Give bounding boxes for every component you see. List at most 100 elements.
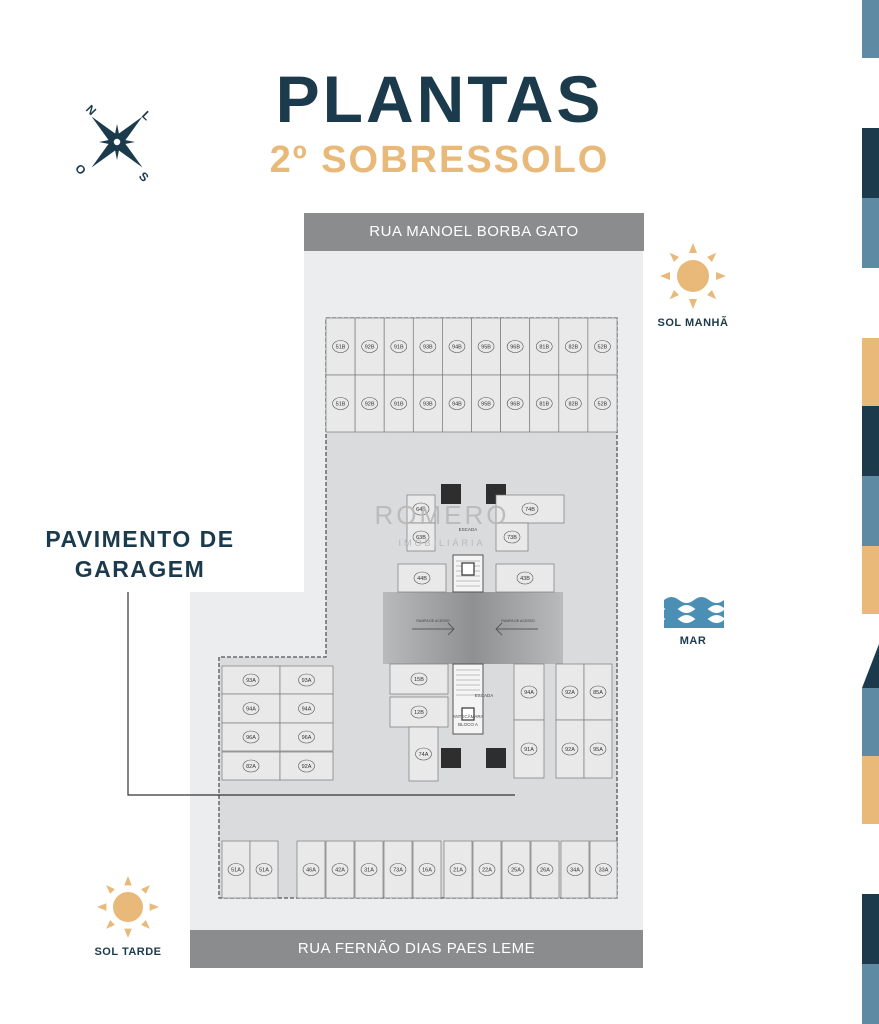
parking-spot: 31A — [354, 840, 384, 899]
parking-spot: 52B — [587, 374, 618, 433]
pavimento-garagem-label: PAVIMENTO DE GARAGEM — [30, 524, 250, 584]
parking-spot: 92A — [555, 663, 585, 721]
street-top: RUA MANOEL BORBA GATO — [304, 213, 644, 251]
spot-label: 73B — [507, 535, 517, 541]
spot-label: 95B — [481, 402, 491, 408]
parking-spot: 52B — [587, 317, 618, 376]
parking-spot: 25A — [501, 840, 531, 899]
page-subtitle: 2º SOBRESSOLO — [269, 139, 610, 181]
spot-label: 94B — [452, 402, 462, 408]
spot-label: 73A — [393, 868, 403, 874]
stripe-3 — [862, 198, 879, 268]
spot-label: 12B — [414, 710, 424, 716]
sun-afternoon-icon — [97, 876, 159, 938]
parking-spot: 91B — [383, 317, 414, 376]
parking-spot: 44B — [397, 563, 447, 593]
parking-spot: 63B — [406, 522, 436, 552]
parking-spot: 51B — [325, 374, 356, 433]
parking-spot: 92B — [354, 317, 385, 376]
parking-spot: 93A — [221, 665, 281, 695]
spot-label: 92A — [565, 747, 575, 753]
pointer-line — [127, 592, 515, 796]
spot-label: 93A — [302, 678, 312, 684]
parking-spot: 94A — [513, 663, 545, 721]
spot-label: 25A — [511, 868, 521, 874]
parking-spot: 95A — [583, 719, 613, 779]
stripe-9 — [862, 756, 879, 824]
compass-rose-icon: N L S O — [72, 102, 154, 185]
spot-label: 21A — [453, 868, 463, 874]
spot-label: 16A — [422, 868, 432, 874]
parking-spot: 82B — [558, 374, 589, 433]
spot-label: 81B — [539, 402, 549, 408]
sol-manha-label: SOL MANHÃ — [657, 317, 729, 329]
spot-label: 51B — [336, 345, 346, 351]
parking-spot: 74B — [495, 494, 565, 524]
stripe-triangle — [862, 644, 879, 688]
stripe-7 — [862, 546, 879, 614]
spot-label: 96B — [510, 402, 520, 408]
stripe-8 — [862, 688, 879, 756]
parking-spot: 21A — [443, 840, 473, 899]
parking-spot: 93B — [412, 374, 443, 433]
spot-label: 92B — [365, 402, 375, 408]
parking-spot: 73A — [383, 840, 413, 899]
stripe-5 — [862, 406, 879, 476]
parking-spot: 51A — [221, 840, 251, 899]
parking-spot: 73B — [495, 522, 529, 552]
parking-spot: 64B — [406, 494, 436, 524]
parking-spot: 16A — [412, 840, 442, 899]
spot-label: 91B — [394, 402, 404, 408]
parking-spot: 81B — [529, 374, 560, 433]
stair-top-label: ESCADA — [459, 527, 478, 532]
spot-label: 94A — [246, 707, 256, 713]
ramp-arrows — [412, 622, 538, 636]
parking-spot: 92A — [279, 751, 334, 781]
spot-label: 94A — [524, 690, 534, 696]
parking-spot: 82B — [558, 317, 589, 376]
parking-spot: 81B — [529, 317, 560, 376]
ramp-left-label: RAMPA DE ACESSO — [416, 619, 449, 623]
spot-label: 42A — [335, 868, 345, 874]
spot-label: 96A — [302, 735, 312, 741]
parking-spot: 96A — [279, 722, 334, 752]
spot-label: 92A — [302, 764, 312, 770]
spot-label: 64B — [416, 507, 426, 513]
mar-label: MAR — [679, 635, 707, 647]
sol-tarde-label: SOL TARDE — [94, 946, 162, 958]
parking-spot: 95B — [471, 317, 501, 376]
pavimento-line-2: GARAGEM — [74, 556, 206, 582]
parking-spot: 82A — [221, 751, 281, 781]
bloco-label: BLOCO A — [458, 722, 478, 727]
stair-bottom-label: ESCADA — [475, 693, 494, 698]
stripe-2 — [862, 128, 879, 198]
parking-spot: 22A — [472, 840, 502, 899]
parking-spot: 34A — [560, 840, 590, 899]
parking-spot: 26A — [530, 840, 560, 899]
parking-spot: 93B — [412, 317, 443, 376]
spot-label: 81B — [539, 345, 549, 351]
stripe-6 — [862, 476, 879, 546]
spot-label: 96A — [246, 735, 256, 741]
elevator-top — [461, 562, 475, 576]
spot-label: 22A — [482, 868, 492, 874]
parking-spot: 95B — [471, 374, 501, 433]
watermark-sub: IMOBILIÁRIA — [398, 538, 486, 548]
parking-spot: 91B — [383, 374, 414, 433]
parking-spot: 33A — [589, 840, 618, 899]
page-title: PLANTAS — [275, 62, 604, 136]
stair-core-bottom — [452, 663, 484, 735]
spot-label: 74B — [525, 507, 535, 513]
spot-label: 95A — [593, 747, 603, 753]
spot-label: 34A — [570, 868, 580, 874]
watermark-brand: ROMERO — [374, 500, 510, 530]
spot-label: 44B — [417, 576, 427, 582]
spot-label: 51B — [336, 402, 346, 408]
spot-label: 93B — [423, 345, 433, 351]
parking-spot: 74A — [408, 726, 439, 782]
parking-spot: 96B — [500, 374, 531, 433]
stripe-10 — [862, 894, 879, 964]
parking-spot: 51B — [325, 317, 356, 376]
